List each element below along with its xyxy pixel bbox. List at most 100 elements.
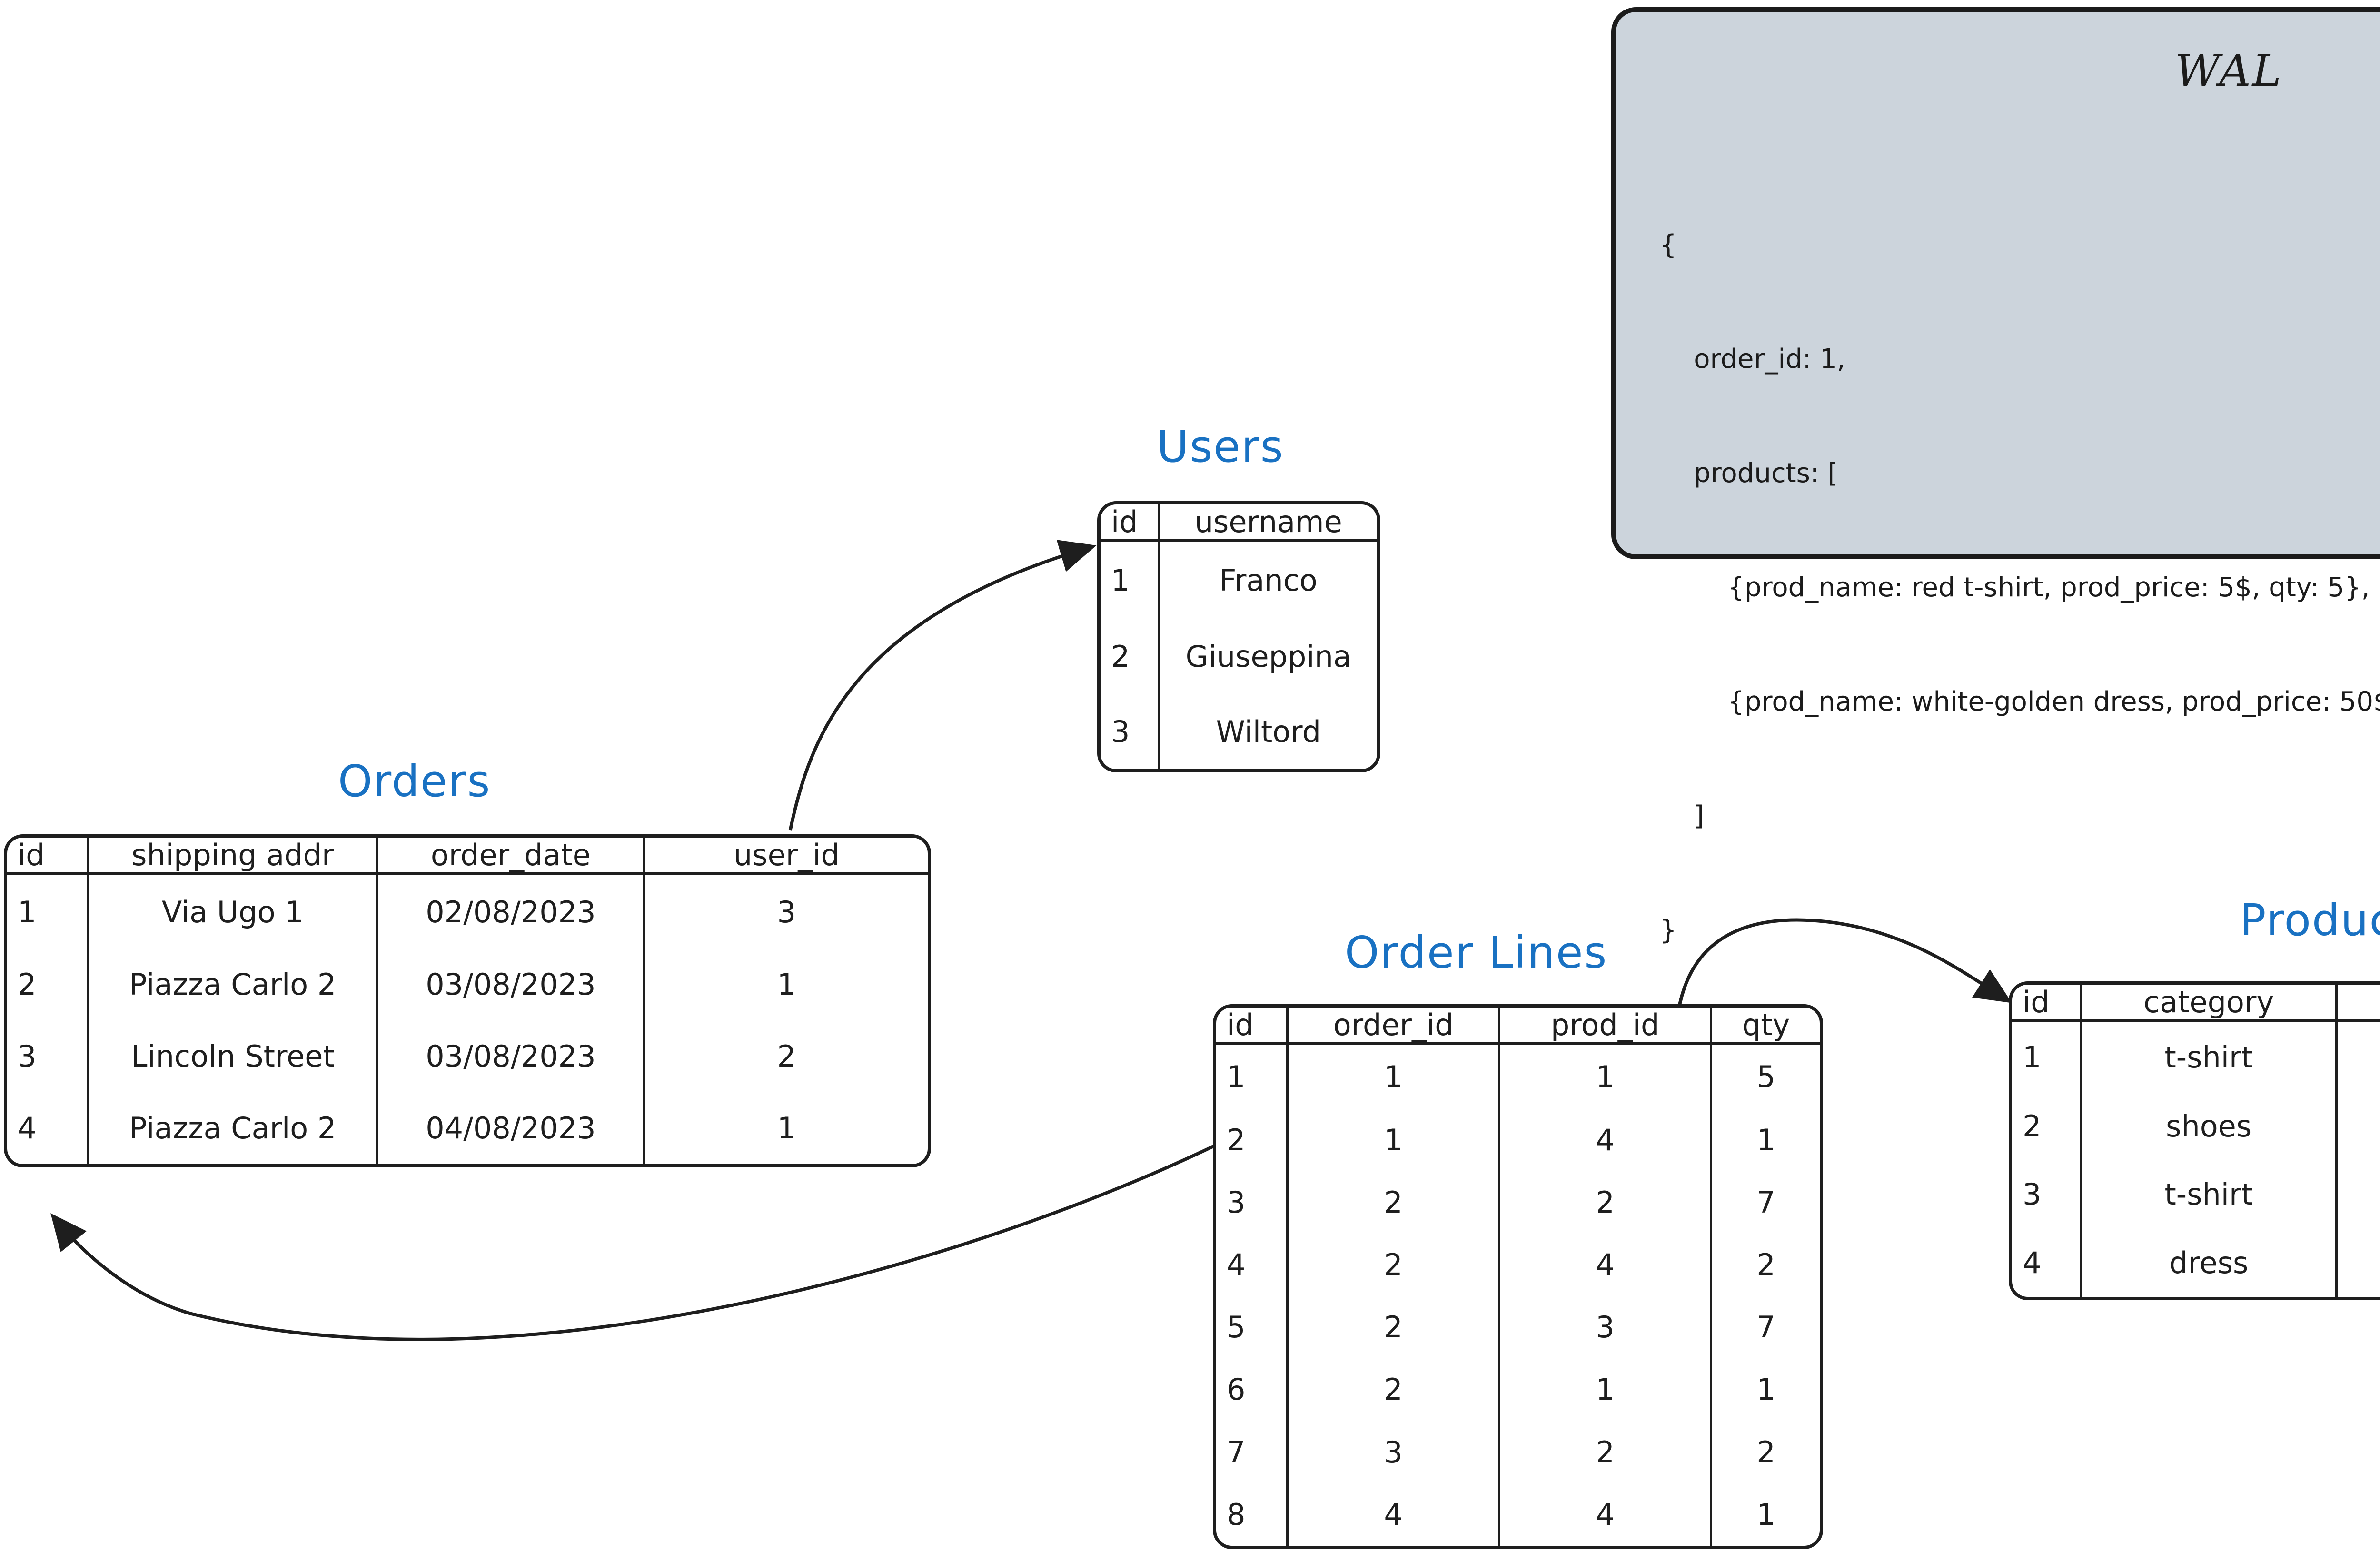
cell-id: 6 xyxy=(1216,1358,1289,1421)
cell-qty: 2 xyxy=(1756,1247,1775,1283)
cell-qty: 2 xyxy=(1756,1434,1775,1470)
cell-qty: 1 xyxy=(1756,1497,1775,1532)
cell-id: 7 xyxy=(1216,1421,1289,1483)
table-row: 1 Via Ugo 1 02/08/2023 3 xyxy=(7,874,928,949)
cell-category: dress xyxy=(2081,1228,2338,1297)
cell-name: blue-black dress xyxy=(2336,1228,2380,1297)
cell-order-id: 2 xyxy=(1287,1233,1501,1296)
cell-prod-id: 4 xyxy=(1499,1108,1713,1171)
column-header-prod-id: prod_id xyxy=(1499,1008,1713,1045)
wal-line: order_id: 1, xyxy=(1660,344,1845,375)
table-row: 3 2 2 7 xyxy=(1216,1171,1820,1234)
column-header-id: id xyxy=(7,838,89,875)
cell-id: 3 xyxy=(1216,1171,1289,1234)
cell-id: 5 xyxy=(1216,1296,1289,1359)
column-header-name: name xyxy=(2336,985,2380,1022)
cell-user-id: 2 xyxy=(777,1039,796,1074)
cell-name: blue t-shirt xyxy=(2336,1160,2380,1229)
wal-line: {prod_name: white-golden dress, prod_pri… xyxy=(1727,686,2380,717)
cell-category: t-shirt xyxy=(2081,1160,2338,1229)
table-row: 3 Lincoln Street 03/08/2023 2 xyxy=(7,1020,928,1093)
column-header-shipping-addr: shipping addr xyxy=(88,838,378,875)
table-row: 4 2 4 2 xyxy=(1216,1233,1820,1296)
table-row: 3 t-shirt blue t-shirt 15$ xyxy=(2012,1160,2380,1229)
cell-id: 3 xyxy=(2012,1160,2082,1229)
products-table-title: Products xyxy=(2240,895,2380,946)
column-header-id: id xyxy=(1101,504,1160,542)
cell-username: Wiltord xyxy=(1216,714,1321,749)
table-row: 2 Piazza Carlo 2 03/08/2023 1 xyxy=(7,948,928,1021)
cell-user-id: 1 xyxy=(777,1111,796,1146)
cell-order-date: 04/08/2023 xyxy=(377,1092,645,1164)
table-row: 2 shoes Wow shoe 35$ xyxy=(2012,1092,2380,1160)
cell-id: 3 xyxy=(7,1020,89,1093)
table-row: 3 Wiltord xyxy=(1101,694,1377,769)
cell-qty: 7 xyxy=(1756,1185,1775,1220)
cell-id: 3 xyxy=(1101,694,1160,769)
cell-prod-id: 1 xyxy=(1499,1358,1713,1421)
table-row: 5 2 3 7 xyxy=(1216,1296,1820,1359)
cell-id: 4 xyxy=(2012,1228,2082,1297)
cell-order-id: 4 xyxy=(1287,1483,1501,1546)
cell-qty: 5 xyxy=(1756,1059,1775,1095)
cell-prod-id: 4 xyxy=(1499,1233,1713,1296)
cell-qty: 1 xyxy=(1756,1122,1775,1157)
cell-name: Wow shoe xyxy=(2336,1092,2380,1160)
cell-id: 4 xyxy=(1216,1233,1289,1296)
wal-body: { order_id: 1, products: [ {prod_name: r… xyxy=(1660,150,2380,1026)
cell-name: red t-shirt xyxy=(2336,1021,2380,1092)
order-lines-table-title: Order Lines xyxy=(1345,927,1608,978)
cell-shipping-addr: Lincoln Street xyxy=(88,1020,378,1093)
cell-order-date: 02/08/2023 xyxy=(377,874,645,949)
cell-id: 2 xyxy=(2012,1092,2082,1160)
column-header-id: id xyxy=(1216,1008,1289,1045)
products-table: id category name price 1 t-shirt red t-s… xyxy=(2009,981,2380,1300)
table-row: 2 Giuseppina xyxy=(1101,619,1377,694)
cell-order-id: 2 xyxy=(1287,1296,1501,1359)
cell-prod-id: 1 xyxy=(1499,1044,1713,1109)
table-row: 4 dress blue-black dress 65$ xyxy=(2012,1228,2380,1297)
table-row: 1 1 1 5 xyxy=(1216,1044,1820,1109)
arrow-orders-userid-to-users-id xyxy=(788,540,1097,831)
cell-qty: 1 xyxy=(1756,1372,1775,1407)
table-header-row: id order_id prod_id qty xyxy=(1216,1008,1820,1045)
orders-table-title: Orders xyxy=(338,756,491,807)
cell-id: 4 xyxy=(7,1092,89,1164)
cell-prod-id: 3 xyxy=(1499,1296,1713,1359)
cell-id: 1 xyxy=(2012,1021,2082,1092)
cell-order-id: 2 xyxy=(1287,1171,1501,1234)
cell-id: 1 xyxy=(1101,541,1160,619)
cell-order-date: 03/08/2023 xyxy=(377,1020,645,1093)
cell-order-date: 03/08/2023 xyxy=(377,948,645,1021)
column-header-category: category xyxy=(2081,985,2338,1022)
cell-id: 2 xyxy=(1101,619,1160,694)
column-header-username: username xyxy=(1159,504,1377,542)
table-row: 6 2 1 1 xyxy=(1216,1358,1820,1421)
table-header-row: id shipping addr order_date user_id xyxy=(7,838,928,875)
column-header-user-id: user_id xyxy=(644,838,928,875)
table-header-row: id category name price xyxy=(2012,985,2380,1022)
wal-line: { xyxy=(1660,229,1677,260)
cell-username: Franco xyxy=(1219,563,1318,598)
cell-id: 2 xyxy=(7,948,89,1021)
wal-panel: WAL { order_id: 1, products: [ {prod_nam… xyxy=(1611,7,2380,946)
cell-category: t-shirt xyxy=(2081,1021,2338,1092)
wal-line: {prod_name: red t-shirt, prod_price: 5$,… xyxy=(1660,572,2370,603)
order-lines-table: id order_id prod_id qty 1 1 1 5 2 1 4 1 xyxy=(1213,1004,1823,1549)
cell-id: 8 xyxy=(1216,1483,1289,1546)
cell-username: Giuseppina xyxy=(1185,639,1351,674)
cell-category: shoes xyxy=(2081,1092,2338,1160)
users-table-title: Users xyxy=(1157,421,1284,472)
users-table: id username 1 Franco 2 Giuseppina 3 Wilt… xyxy=(1097,501,1380,772)
orders-table: id shipping addr order_date user_id 1 Vi… xyxy=(4,834,931,1167)
cell-user-id: 3 xyxy=(777,894,796,929)
cell-order-id: 1 xyxy=(1287,1044,1501,1109)
cell-shipping-addr: Via Ugo 1 xyxy=(88,874,378,949)
table-row: 1 t-shirt red t-shirt 5$ xyxy=(2012,1021,2380,1092)
column-header-qty: qty xyxy=(1711,1008,1820,1045)
cell-id: 1 xyxy=(7,874,89,949)
column-header-order-date: order_date xyxy=(377,838,645,875)
cell-shipping-addr: Piazza Carlo 2 xyxy=(88,948,378,1021)
cell-id: 1 xyxy=(1216,1044,1289,1109)
